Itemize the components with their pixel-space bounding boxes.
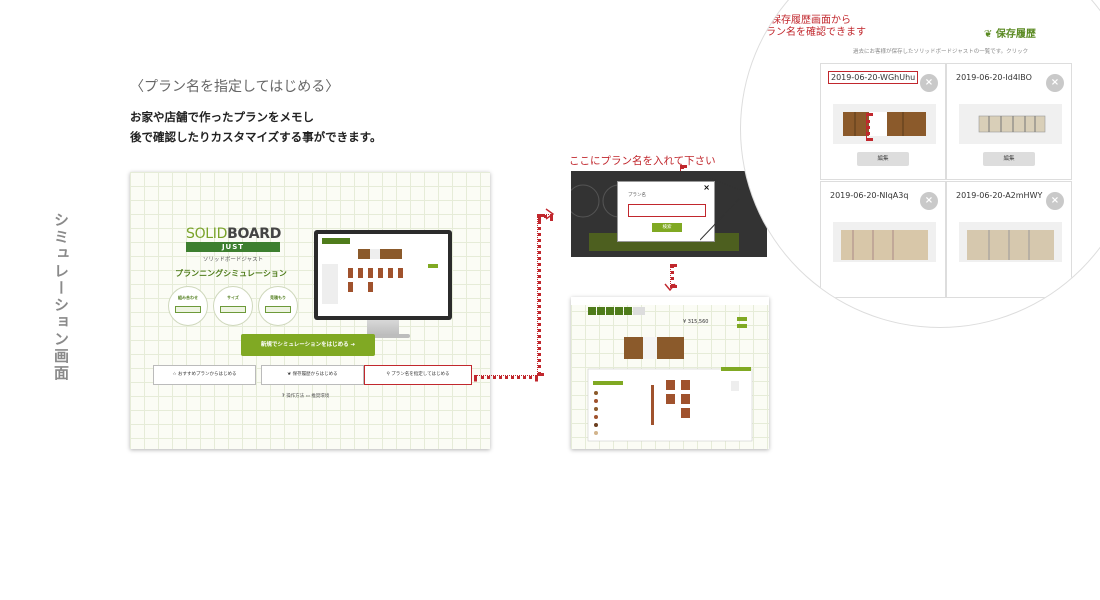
- search-button[interactable]: 検索: [652, 223, 682, 232]
- edit-button[interactable]: 編集: [857, 152, 909, 166]
- feature-size: サイズ: [213, 286, 253, 326]
- saved-history-label: 保存履歴からはじめる: [292, 372, 338, 377]
- plan-name-input[interactable]: [628, 204, 706, 217]
- plan-thumbnail: [833, 104, 936, 144]
- feature-label: 見積もり: [270, 295, 286, 300]
- feature-label: 組み合わせ: [178, 295, 198, 300]
- plan-name: 2019-06-20-Id4IBO: [956, 73, 1032, 82]
- feature-label: サイズ: [227, 295, 239, 300]
- monitor-screen: [318, 234, 448, 316]
- simulator-screen: ¥ 315,560: [571, 297, 769, 449]
- leaf-icon: ❦: [984, 29, 996, 40]
- help-links: ? 操作方法 ▭ 推奨環境: [282, 393, 329, 399]
- logo-wordmark: SOLIDBOARD: [186, 226, 282, 242]
- saved-plan-card[interactable]: 2019-06-20-A2mHWY ×: [946, 181, 1072, 298]
- plan-name-dialog-screen: × プラン名 検索: [571, 171, 767, 257]
- monitor-base: [356, 334, 410, 338]
- history-annotation: 保存履歴画面から プラン名を確認できます: [756, 15, 866, 39]
- description-line-2: 後で確認したりカスタマイズする事ができます。: [130, 130, 382, 144]
- monitor-mockup: [314, 230, 452, 320]
- section-title: 〈プラン名を指定してはじめる〉: [130, 79, 340, 95]
- plan-name-label: プラン名: [628, 193, 646, 198]
- connector-line: [537, 214, 541, 376]
- history-annotation-line-2: プラン名を確認できます: [756, 27, 866, 38]
- description-line-1: お家や店舗で作ったプランをメモし: [130, 110, 314, 124]
- planning-title: プランニングシミュレーション: [175, 269, 287, 278]
- feature-estimate: 見積もり: [258, 286, 298, 326]
- monitor-icon: ▭: [305, 394, 312, 399]
- saved-plan-card[interactable]: 2019-06-20-NIqA3q ×: [820, 181, 946, 298]
- logo-kana: ソリッドボードジャスト: [202, 257, 264, 263]
- history-annotation-line-1: 保存履歴画面から: [771, 15, 851, 26]
- arrow-down-icon: [664, 283, 676, 292]
- plan-name: 2019-06-20-NIqA3q: [830, 191, 909, 200]
- connector-line: [670, 264, 674, 288]
- saved-plan-card[interactable]: 2019-06-20-Id4IBO × 編集: [946, 63, 1072, 180]
- plan-thumbnail: [959, 222, 1062, 262]
- logo-solid: SOLID: [186, 226, 228, 242]
- delete-icon[interactable]: ×: [1046, 74, 1064, 92]
- arrow-right-icon: [545, 208, 555, 220]
- cabinet-image: [967, 230, 1054, 260]
- help-icon: ?: [282, 394, 287, 399]
- plan-thumbnail: [959, 104, 1062, 144]
- delete-icon[interactable]: ×: [920, 192, 938, 210]
- shelf-icon: [220, 306, 246, 313]
- start-new-simulation-button[interactable]: 新規でシミュレーションをはじめる ➔: [241, 334, 375, 356]
- edit-button[interactable]: 編集: [983, 152, 1035, 166]
- plan-thumbnail: [833, 222, 936, 262]
- connector-line: [538, 214, 553, 218]
- landing-screen: SOLIDBOARD JUST ソリッドボードジャスト プランニングシミュレーシ…: [130, 172, 490, 449]
- leaf-icon: ❦: [287, 372, 293, 377]
- plan-name-start-button[interactable]: ⚲ プラン名を指定してはじめる: [364, 365, 472, 385]
- feature-combination: 組み合わせ: [168, 286, 208, 326]
- plan-name: 2019-06-20-WGhUhu: [828, 71, 919, 84]
- annotation-line: [866, 113, 870, 141]
- plan-name-start-label: プラン名を指定してはじめる: [391, 372, 450, 377]
- cabinet-image: [978, 115, 1046, 133]
- logo-board: BOARD: [227, 226, 282, 242]
- recommended-plan-button[interactable]: ☆ おすすめプランからはじめる: [153, 365, 256, 385]
- plan-name-dialog: × プラン名 検索: [617, 181, 715, 242]
- plan-name-annotation: ここにプラン名を入れて下さい: [569, 155, 716, 167]
- cabinet-image: [843, 112, 926, 136]
- section-description: お家や店舗で作ったプランをメモし 後で確認したりカスタマイズする事ができます。: [130, 107, 382, 147]
- monitor-stand: [367, 320, 399, 335]
- cabinet-image: [841, 230, 928, 260]
- total-price: ¥ 315,560: [683, 319, 709, 325]
- saved-history-button[interactable]: ❦ 保存履歴からはじめる: [261, 365, 364, 385]
- brand-logo: SOLIDBOARD JUST ソリッドボードジャスト: [186, 226, 282, 263]
- history-title-text: 保存履歴: [995, 29, 1036, 40]
- shelf-icon: [175, 306, 201, 313]
- plan-name: 2019-06-20-A2mHWY: [956, 191, 1043, 200]
- vertical-section-title: シミュレーション画面: [52, 212, 70, 382]
- connector-line: [474, 375, 538, 379]
- search-icon: ⚲: [386, 372, 392, 377]
- saved-plan-card[interactable]: 2019-06-20-WGhUhu × 編集: [820, 63, 946, 180]
- history-title: ❦ 保存履歴: [984, 25, 1036, 40]
- simulator-layout: [571, 297, 769, 442]
- zoom-connector: [700, 177, 741, 241]
- delete-icon[interactable]: ×: [920, 74, 938, 92]
- simulator-thumbnail: [322, 238, 438, 304]
- delete-icon[interactable]: ×: [1046, 192, 1064, 210]
- shelf-icon: [265, 306, 291, 313]
- operation-link[interactable]: 操作方法: [286, 394, 305, 399]
- close-icon[interactable]: ×: [703, 183, 710, 192]
- history-description: 過去にお客様が保存したソリッドボードジャストの一覧です。クリック: [853, 49, 1029, 55]
- logo-just: JUST: [186, 242, 280, 252]
- environment-link[interactable]: 推奨環境: [311, 394, 330, 399]
- saved-history-zoom: 保存履歴画面から プラン名を確認できます ❦ 保存履歴 過去にお客様が保存したソ…: [740, 0, 1100, 328]
